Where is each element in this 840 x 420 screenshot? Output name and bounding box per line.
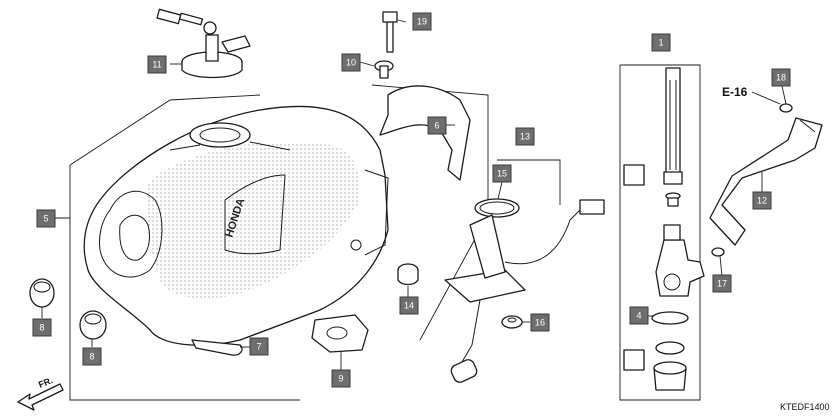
fuel-tank: HONDA [83, 105, 389, 346]
callout-19: 19 [412, 12, 432, 31]
grommet [397, 263, 419, 286]
callout-16: 16 [530, 313, 550, 332]
callout-leaders [41, 19, 787, 370]
svg-text:E-16: E-16 [722, 85, 748, 99]
group-bracket-pump [497, 159, 561, 205]
svg-text:10: 10 [346, 58, 356, 68]
fuel-petcock [623, 67, 705, 371]
svg-text:15: 15 [497, 169, 507, 179]
svg-text:17: 17 [717, 279, 727, 289]
front-direction-arrow: FR. [17, 375, 64, 411]
callout-8-upper: 8 [32, 318, 52, 337]
tube-clip-upper [779, 103, 793, 113]
tank-guard [379, 85, 471, 181]
washer [374, 60, 394, 79]
svg-text:12: 12 [757, 196, 767, 206]
callout-4: 4 [629, 306, 649, 325]
svg-text:5: 5 [43, 214, 48, 224]
svg-text:7: 7 [256, 342, 261, 352]
callout-5: 5 [36, 209, 56, 228]
callout-17: 17 [712, 274, 732, 293]
pump-o-ring [474, 198, 520, 218]
svg-text:4: 4 [636, 311, 641, 321]
svg-text:8: 8 [39, 323, 44, 333]
callout-7: 7 [249, 337, 269, 356]
tank-pad-strip [191, 339, 243, 356]
svg-text:6: 6 [434, 121, 439, 131]
callout-1: 1 [651, 33, 671, 52]
fuel-tube [709, 117, 823, 246]
reference-label: E-16 [722, 85, 781, 105]
rubber-pad-upper [29, 278, 55, 308]
callout-18: 18 [771, 68, 791, 87]
svg-text:9: 9 [338, 374, 343, 384]
rubber-pad-lower [79, 310, 107, 340]
callout-9: 9 [331, 369, 351, 388]
svg-text:11: 11 [152, 60, 161, 70]
callout-13: 13 [515, 127, 535, 146]
fuel-cap [156, 8, 251, 79]
group-bracket-petcock [619, 64, 701, 401]
flange-nut [501, 315, 523, 329]
svg-text:16: 16 [535, 318, 545, 328]
svg-text:18: 18 [776, 73, 786, 83]
callout-15: 15 [492, 164, 512, 183]
callout-12: 12 [752, 191, 772, 210]
callout-11: 11 [147, 55, 167, 74]
tube-clip-lower [711, 247, 725, 257]
svg-text:13: 13 [520, 132, 530, 142]
fuel-cap-key [156, 8, 217, 35]
svg-text:14: 14 [404, 301, 414, 311]
bolt [382, 11, 398, 53]
callout-10: 10 [341, 53, 361, 72]
mount-rubber [311, 314, 369, 353]
callout-6: 6 [427, 116, 447, 135]
fuel-pump [444, 199, 605, 383]
svg-text:8: 8 [89, 352, 94, 362]
callout-14: 14 [399, 296, 419, 315]
diagram-code: KTEDF1400 [780, 402, 830, 412]
callout-8-lower: 8 [82, 347, 102, 366]
svg-text:19: 19 [417, 17, 427, 27]
svg-text:1: 1 [658, 38, 663, 48]
petcock-filter-cup [651, 311, 689, 391]
